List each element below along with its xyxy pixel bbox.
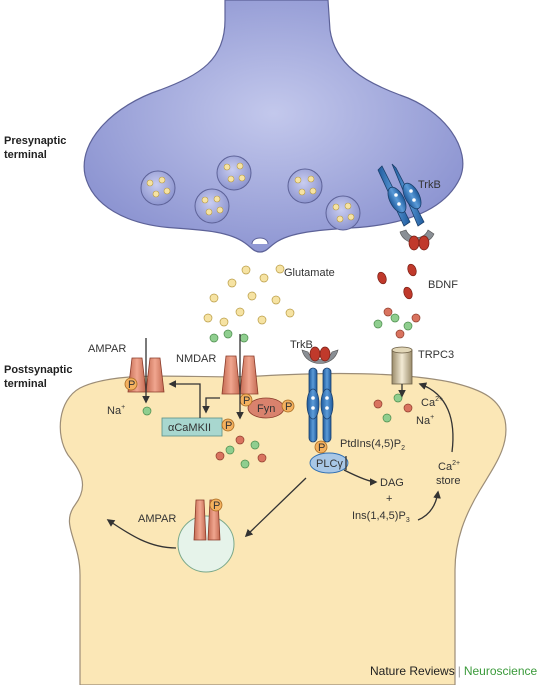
- label-bdnf: BDNF: [428, 279, 458, 291]
- bdnf-molecules: [377, 263, 417, 300]
- nmdar-receptor: [221, 355, 259, 395]
- label-plus: +: [386, 493, 392, 505]
- p-label: P: [128, 379, 135, 391]
- synaptic-vesicles: [140, 155, 361, 231]
- label-trkb-post: TrkB: [290, 339, 313, 351]
- label-ca-ion: Ca2+: [421, 396, 443, 409]
- label-fyn: Fyn: [257, 403, 275, 415]
- glutamate-molecules: [203, 264, 295, 327]
- p-label: P: [213, 500, 220, 512]
- label-presynaptic-line2: terminal: [4, 149, 47, 161]
- presynaptic-terminal: [83, 0, 464, 253]
- label-dag: DAG: [380, 477, 404, 489]
- label-ca-store-ion: Ca2+: [438, 460, 460, 473]
- label-plc: PLCγ: [316, 458, 343, 470]
- label-presynaptic-line1: Presynaptic: [4, 135, 66, 147]
- credit-separator: |: [457, 664, 461, 678]
- plc-gamma: [309, 452, 349, 474]
- label-glutamate: Glutamate: [284, 267, 335, 279]
- phosphate-nmdar-right: [281, 399, 295, 413]
- arrow-nmdar-to-camkii: [202, 397, 220, 414]
- label-nmdar: NMDAR: [176, 353, 216, 365]
- journal-credit: Nature Reviews|Neuroscience: [370, 664, 537, 678]
- label-trpc3: TRPC3: [418, 349, 454, 361]
- label-trkb-pre: TrkB: [418, 179, 441, 191]
- postsynaptic-trkb-receptor: [301, 346, 339, 443]
- ampar-vesicle: [177, 499, 235, 573]
- phosphate-nmdar-bottom: [221, 418, 235, 432]
- label-ampar: AMPAR: [88, 343, 126, 355]
- p-label: P: [243, 395, 250, 407]
- label-ca-store-word: store: [436, 475, 460, 487]
- arrow-plc-to-dag: [343, 469, 378, 486]
- p-label: P: [318, 442, 325, 454]
- presynaptic-trkb-receptor: [377, 163, 435, 251]
- red-ion-particles: [215, 307, 421, 463]
- green-ion-particles: [142, 313, 413, 469]
- label-camkii: αCaMKII: [168, 422, 211, 434]
- p-label: P: [225, 420, 232, 432]
- vesicle: [194, 188, 230, 224]
- trpc3-channel: [391, 346, 413, 385]
- vesicle: [140, 170, 176, 206]
- label-ins: Ins(1,4,5)P3: [352, 510, 410, 524]
- label-postsynaptic-line1: Postsynaptic: [4, 364, 72, 376]
- label-na-ampar: Na+: [107, 404, 125, 417]
- postsynaptic-terminal: [59, 372, 507, 685]
- pathway-arrows: [106, 334, 454, 549]
- phosphate-labels: P P P P P P: [128, 379, 325, 512]
- vesicle: [325, 195, 361, 231]
- label-postsynaptic-line2: terminal: [4, 378, 47, 390]
- arrow-ins-to-store: [417, 490, 441, 521]
- arrow-vesicle-to-membrane: [106, 519, 177, 549]
- credit-journal: Nature Reviews: [370, 664, 455, 678]
- phosphate-groups: [124, 377, 328, 512]
- phosphate-ampar-vesicle: [209, 498, 223, 512]
- vesicle: [287, 168, 323, 204]
- vesicle: [216, 155, 252, 191]
- arrow-camkii-to-ampar: [168, 380, 201, 418]
- label-ampar-vesicle: AMPAR: [138, 513, 176, 525]
- p-label: P: [285, 401, 292, 413]
- label-ptdins: PtdIns(4,5)P2: [340, 438, 405, 452]
- arrow-trkb-to-ampar-vesicle: [244, 477, 307, 538]
- phosphate-ampar: [124, 377, 138, 391]
- credit-section: Neuroscience: [463, 664, 538, 678]
- release-pore: [251, 237, 269, 245]
- label-na-ion: Na+: [416, 414, 434, 427]
- arrow-store-to-trpc3: [418, 382, 454, 453]
- phosphate-trkb: [314, 440, 328, 454]
